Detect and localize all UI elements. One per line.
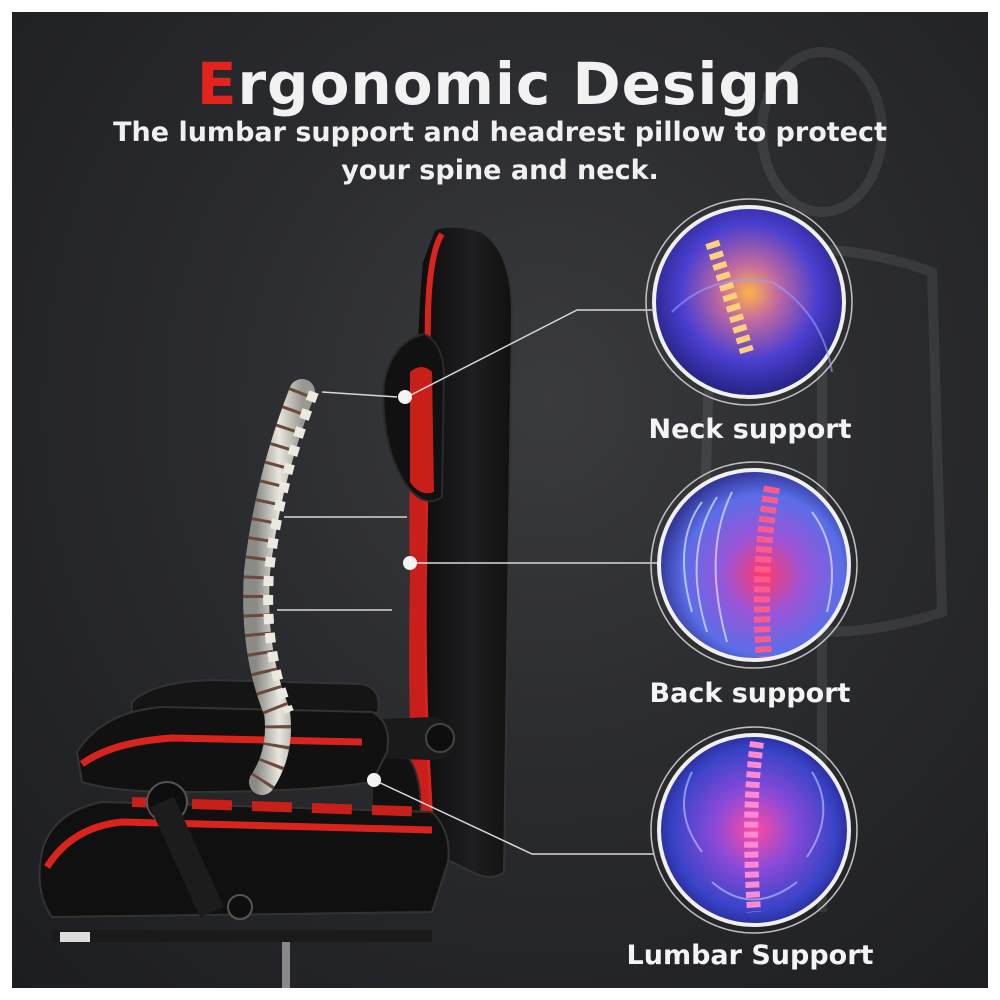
page-title: Ergonomic Design <box>12 50 988 118</box>
neck-support-label: Neck support <box>648 414 852 445</box>
title-rest: rgonomic Design <box>237 50 804 118</box>
subtitle-line-1: The lumbar support and headrest pillow t… <box>113 117 887 148</box>
chair-footrest <box>38 781 450 988</box>
spine-illustration <box>243 379 319 795</box>
product-illustration <box>38 47 948 988</box>
callout-connectors <box>277 309 657 855</box>
back-marker-dot <box>403 556 417 570</box>
chair-backrest <box>409 225 514 878</box>
headrest-pillow <box>382 332 446 502</box>
neck-xray-icon <box>645 198 853 406</box>
subtitle-line-2: your spine and neck. <box>341 155 659 186</box>
page-subtitle: The lumbar support and headrest pillow t… <box>92 114 908 190</box>
back-xray-icon <box>650 461 858 669</box>
neck-marker-dot <box>398 390 412 404</box>
back-support-label: Back support <box>649 678 851 709</box>
lumbar-support-label: Lumbar Support <box>626 940 874 971</box>
lumbar-marker-dot <box>367 773 381 787</box>
chair-seat <box>75 705 389 794</box>
title-accent-letter: E <box>196 50 238 118</box>
lumbar-xray-icon <box>650 726 858 934</box>
product-banner: Ergonomic Design The lumbar support and … <box>12 12 988 988</box>
